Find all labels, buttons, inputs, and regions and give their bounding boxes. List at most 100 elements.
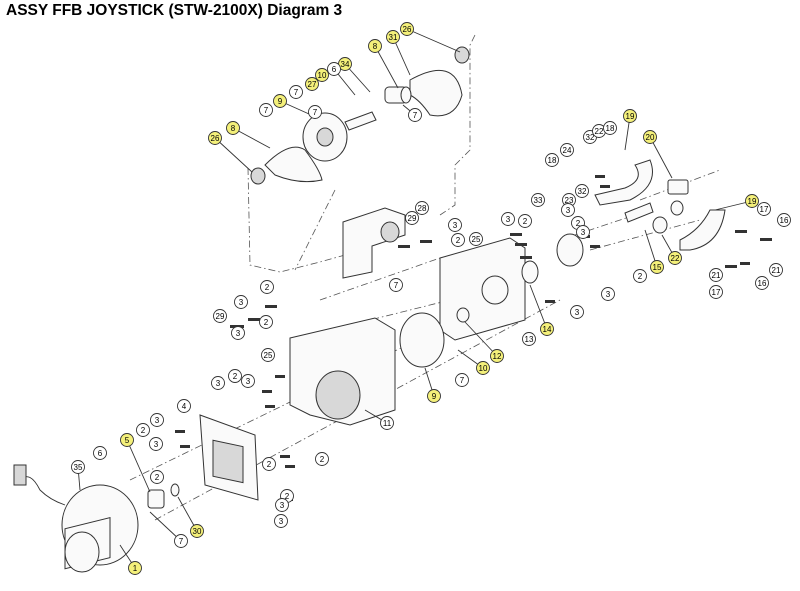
callout-15: 15 (650, 260, 664, 274)
callout-circle (315, 68, 329, 82)
callout-2: 2 (228, 369, 242, 383)
callout-number: 19 (748, 197, 757, 206)
callout-5: 5 (120, 433, 134, 447)
callout-number: 12 (493, 352, 502, 361)
callout-circle (259, 315, 273, 329)
callout-circle (150, 413, 164, 427)
screw-clusters (175, 175, 772, 501)
callout-circle (386, 30, 400, 44)
callout-number: 17 (760, 205, 769, 214)
callout-circle (380, 416, 394, 430)
callout-31: 31 (386, 30, 400, 44)
callout-circle (469, 232, 483, 246)
callout-circle (570, 305, 584, 319)
callout-number: 20 (646, 133, 655, 142)
callout-circle (490, 349, 504, 363)
callout-circle (623, 109, 637, 123)
callout-number: 26 (403, 25, 412, 34)
callout-circle (305, 77, 319, 91)
callout-number: 3 (566, 206, 571, 215)
callout-number: 7 (313, 108, 318, 117)
callout-circle (561, 203, 575, 217)
callout-circle (389, 278, 403, 292)
callout-29: 29 (213, 309, 227, 323)
callout-13: 13 (522, 332, 536, 346)
callout-circle (226, 121, 240, 135)
bracket-plates (199, 207, 584, 501)
callout-number: 9 (432, 392, 437, 401)
callout-3: 3 (274, 514, 288, 528)
callout-8: 8 (368, 39, 382, 53)
callout-number: 4 (182, 402, 187, 411)
callout-2: 2 (259, 315, 273, 329)
callout-number: 7 (264, 106, 269, 115)
callout-26: 26 (208, 131, 222, 145)
callout-circle (603, 121, 617, 135)
callout-number: 28 (418, 204, 427, 213)
callout-circle (368, 39, 382, 53)
callout-circle (71, 460, 85, 474)
callout-circle (643, 130, 657, 144)
callout-circle (531, 193, 545, 207)
callout-circle (575, 184, 589, 198)
callout-3: 3 (576, 225, 590, 239)
callout-circle (668, 251, 682, 265)
callout-number: 18 (606, 124, 615, 133)
callout-25: 25 (469, 232, 483, 246)
callout-number: 2 (155, 473, 160, 482)
callout-3: 3 (241, 374, 255, 388)
callout-number: 27 (308, 80, 317, 89)
callout-circle (260, 280, 274, 294)
motor-assembly (13, 464, 180, 573)
callout-3: 3 (275, 498, 289, 512)
callout-circle (633, 269, 647, 283)
callout-number: 7 (460, 376, 465, 385)
callout-33: 33 (531, 193, 545, 207)
callout-18: 18 (603, 121, 617, 135)
upper-belt-pulley-group (250, 46, 470, 185)
callout-number: 32 (586, 133, 595, 142)
callout-number: 7 (413, 111, 418, 120)
callout-number: 6 (332, 65, 337, 74)
callout-circle (522, 332, 536, 346)
callout-number: 25 (472, 235, 481, 244)
callout-circle (745, 194, 759, 208)
callout-circle (777, 213, 791, 227)
callout-number: 19 (626, 112, 635, 121)
callout-number: 2 (523, 217, 528, 226)
callout-circle (755, 276, 769, 290)
callout-8: 8 (226, 121, 240, 135)
callout-3: 3 (501, 212, 515, 226)
callout-number: 16 (758, 279, 767, 288)
callout-3: 3 (231, 326, 245, 340)
callout-number: 6 (98, 449, 103, 458)
callout-circle (476, 361, 490, 375)
callout-12: 12 (490, 349, 504, 363)
callout-7: 7 (259, 103, 273, 117)
callout-2: 2 (260, 280, 274, 294)
callout-number: 8 (231, 124, 236, 133)
callout-number: 3 (236, 329, 241, 338)
callout-number: 10 (479, 364, 488, 373)
callout-number: 31 (389, 33, 398, 42)
callout-circle (274, 514, 288, 528)
callout-circle (540, 322, 554, 336)
callout-number: 2 (638, 272, 643, 281)
callout-circle (400, 22, 414, 36)
callout-circle (174, 534, 188, 548)
callout-number: 16 (780, 216, 789, 225)
callout-6: 6 (93, 446, 107, 460)
callout-circle (261, 348, 275, 362)
callout-32: 32 (575, 184, 589, 198)
callout-circle (93, 446, 107, 460)
callout-number: 26 (211, 134, 220, 143)
callout-number: 2 (233, 372, 238, 381)
callout-9: 9 (273, 94, 287, 108)
callout-circle (234, 295, 248, 309)
callout-circle (327, 62, 341, 76)
callout-4: 4 (177, 399, 191, 413)
callout-3: 3 (150, 413, 164, 427)
callout-circle (273, 94, 287, 108)
callout-3: 3 (570, 305, 584, 319)
